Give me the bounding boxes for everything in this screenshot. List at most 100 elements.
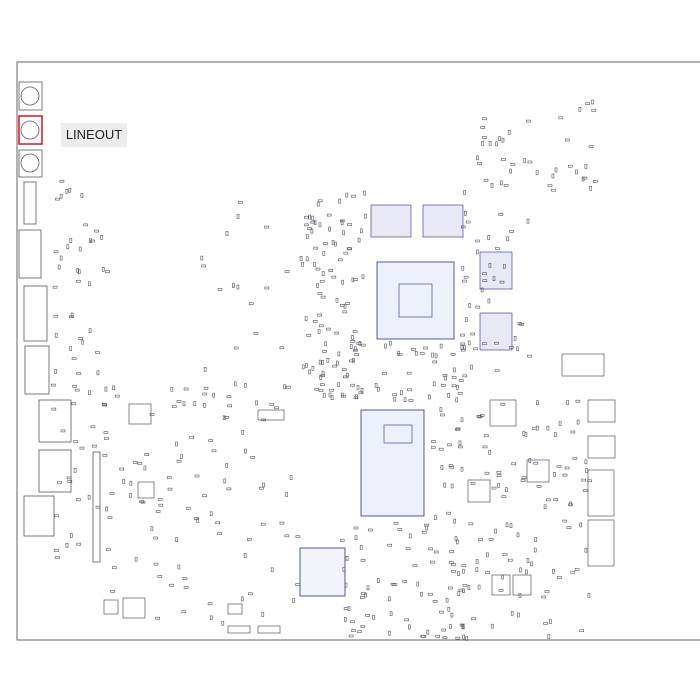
passive-part (524, 432, 528, 437)
passive-part (189, 435, 194, 439)
passive-part (585, 468, 588, 473)
passive-part (488, 141, 492, 146)
passive-part (445, 597, 449, 603)
passive-part (420, 591, 423, 597)
passive-part (397, 350, 400, 356)
passive-part (334, 241, 337, 247)
passive-part (137, 461, 143, 465)
passive-part (575, 399, 581, 403)
passive-part (313, 246, 319, 250)
passive-part (470, 482, 476, 485)
passive-part (351, 194, 356, 198)
passive-part (343, 303, 347, 309)
passive-part (564, 138, 570, 142)
pch-die (383, 424, 413, 444)
passive-part (447, 392, 450, 398)
passive-part (253, 331, 259, 335)
passive-part (552, 568, 555, 574)
passive-part (80, 193, 84, 198)
passive-part (264, 225, 269, 229)
passive-part (432, 360, 438, 364)
lineout-jack-highlight[interactable] (18, 115, 43, 145)
passive-part (357, 237, 361, 243)
passive-part (457, 391, 463, 395)
passive-part (67, 480, 73, 483)
passive-part (209, 511, 213, 517)
passive-part (217, 288, 223, 291)
passive-part (467, 585, 471, 590)
passive-part (460, 342, 466, 346)
passive-part (306, 333, 312, 337)
passive-part (527, 160, 533, 164)
passive-part (323, 242, 328, 245)
passive-part (464, 317, 468, 322)
passive-part (312, 319, 318, 323)
passive-part (365, 614, 371, 617)
passive-part (441, 384, 446, 387)
passive-part (368, 528, 373, 532)
passive-part (316, 201, 320, 207)
passive-part (433, 550, 439, 554)
passive-part (507, 558, 513, 562)
passive-part (492, 276, 496, 281)
passive-part (316, 283, 319, 288)
passive-part (403, 397, 407, 403)
board-outline (16, 61, 700, 641)
passive-part (449, 466, 455, 469)
passive-part (342, 566, 346, 572)
passive-part (221, 620, 225, 626)
passive-part (350, 340, 356, 343)
passive-part (462, 634, 465, 640)
passive-part (66, 476, 72, 480)
passive-part (412, 564, 418, 568)
passive-part (223, 478, 227, 484)
passive-part (87, 494, 91, 500)
passive-part (71, 357, 77, 360)
passive-part (69, 238, 73, 243)
passive-part (95, 505, 101, 509)
passive-part (193, 517, 199, 520)
passive-part (521, 476, 527, 480)
passive-part (92, 444, 97, 448)
passive-part (55, 556, 60, 559)
passive-part (414, 350, 418, 356)
passive-part (313, 262, 316, 267)
passive-part (435, 634, 441, 638)
passive-part (541, 595, 547, 599)
right-side-components (467, 353, 616, 596)
passive-part (346, 247, 352, 250)
passive-part (526, 218, 530, 224)
passive-part (59, 255, 63, 261)
passive-part (516, 612, 520, 618)
passive-part (342, 310, 348, 314)
passive-part (76, 542, 81, 546)
passive-part (407, 388, 412, 392)
passive-part (419, 352, 425, 355)
passive-part (350, 383, 355, 387)
passive-part (183, 387, 189, 391)
passive-part (330, 395, 334, 401)
passive-part (578, 107, 582, 112)
passive-part (491, 486, 497, 490)
passive-part (434, 353, 438, 359)
passive-part (340, 220, 344, 225)
passive-part (429, 560, 435, 564)
passive-part (455, 427, 461, 431)
passive-part (558, 421, 562, 426)
passive-part (329, 388, 334, 392)
passive-part (112, 385, 115, 391)
passive-part (100, 235, 103, 240)
passive-part (78, 337, 83, 340)
passive-part (546, 425, 550, 431)
passive-part (76, 372, 81, 375)
passive-part (376, 578, 380, 583)
passive-part (446, 511, 452, 515)
passive-part (279, 346, 285, 350)
passive-part (331, 240, 335, 245)
passive-part (351, 629, 356, 632)
passive-part (451, 376, 457, 379)
passive-part (112, 566, 117, 569)
passive-part (321, 360, 325, 365)
left-edge-connectors[interactable] (18, 81, 101, 563)
